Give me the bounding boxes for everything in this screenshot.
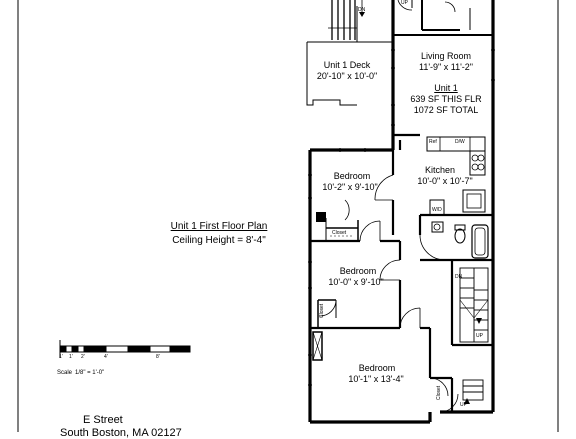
ceiling-height: Ceiling Height = 8'-4" [172,235,266,246]
bedroom1-label: Bedroom [333,171,371,181]
address-line: South Boston, MA 02127 [60,427,182,439]
entry-closet-label: Closet [436,385,442,400]
deck-stairs-down-label: DN [358,7,366,13]
scale-tick-4: 4' [104,354,108,360]
kitchen-fixtures [426,136,486,216]
interior-stairs [459,267,489,404]
scale-label: Scale [57,370,73,376]
interior-stairs-up-label: UP [476,333,483,339]
bedroom2-label: Bedroom [339,266,377,276]
windows [308,49,495,386]
interior-stairs-down-label: DN [455,274,463,280]
ref-label: Ref [429,139,437,145]
dishwasher-label: D/W [455,139,465,145]
scale-tick-5: 8' [156,354,160,360]
plan-title: Unit 1 First Floor Plan [170,221,268,232]
bedroom3-label: Bedroom [358,363,396,373]
bedroom1-dims: 10'-2" x 9'-10" [322,182,378,192]
deck-dims: 20'-10" x 10'-0" [316,71,378,81]
deck-stairs [328,0,365,40]
unit-sf-total: 1072 SF TOTAL [413,105,479,115]
washer-dryer-label: W/D [432,207,442,213]
street-name: E Street [83,414,123,426]
kitchen-label: Kitchen [424,165,456,175]
bath-fixtures [431,221,489,259]
living-room-dims: 11'-9" x 11'-2" [418,62,474,72]
door-swings [319,174,459,413]
scale-value: 1/8" = 1'-0" [75,370,105,376]
unit-sf-this-floor: 639 SF THIS FLR [410,94,482,104]
scale-bar [59,340,191,358]
kitchen-dims: 10'-0" x 10'-7" [417,176,473,186]
living-room-label: Living Room [420,51,472,61]
scale-tick-2: 1' [69,354,73,360]
sheet-border [17,0,559,432]
bedroom1-closet [316,212,359,241]
entry-stairs-up-label: UP [460,402,467,408]
bedroom1-closet-label: Closet [332,230,347,236]
bedroom2-closet-label: Closet [319,303,325,318]
deck-label: Unit 1 Deck [323,60,371,70]
interior-walls [310,133,493,412]
bedroom3-dims: 10'-1" x 13'-4" [348,374,404,384]
scale-tick-1: 1' [59,354,63,360]
scale-tick-3: 2' [81,354,85,360]
bedroom3-closet [312,331,323,361]
bedroom2-dims: 10'-0" x 9'-10" [328,277,384,287]
living-top-wall [393,0,493,36]
unit-label: Unit 1 [434,83,458,93]
top-stairs-up-label: UP [401,0,408,6]
